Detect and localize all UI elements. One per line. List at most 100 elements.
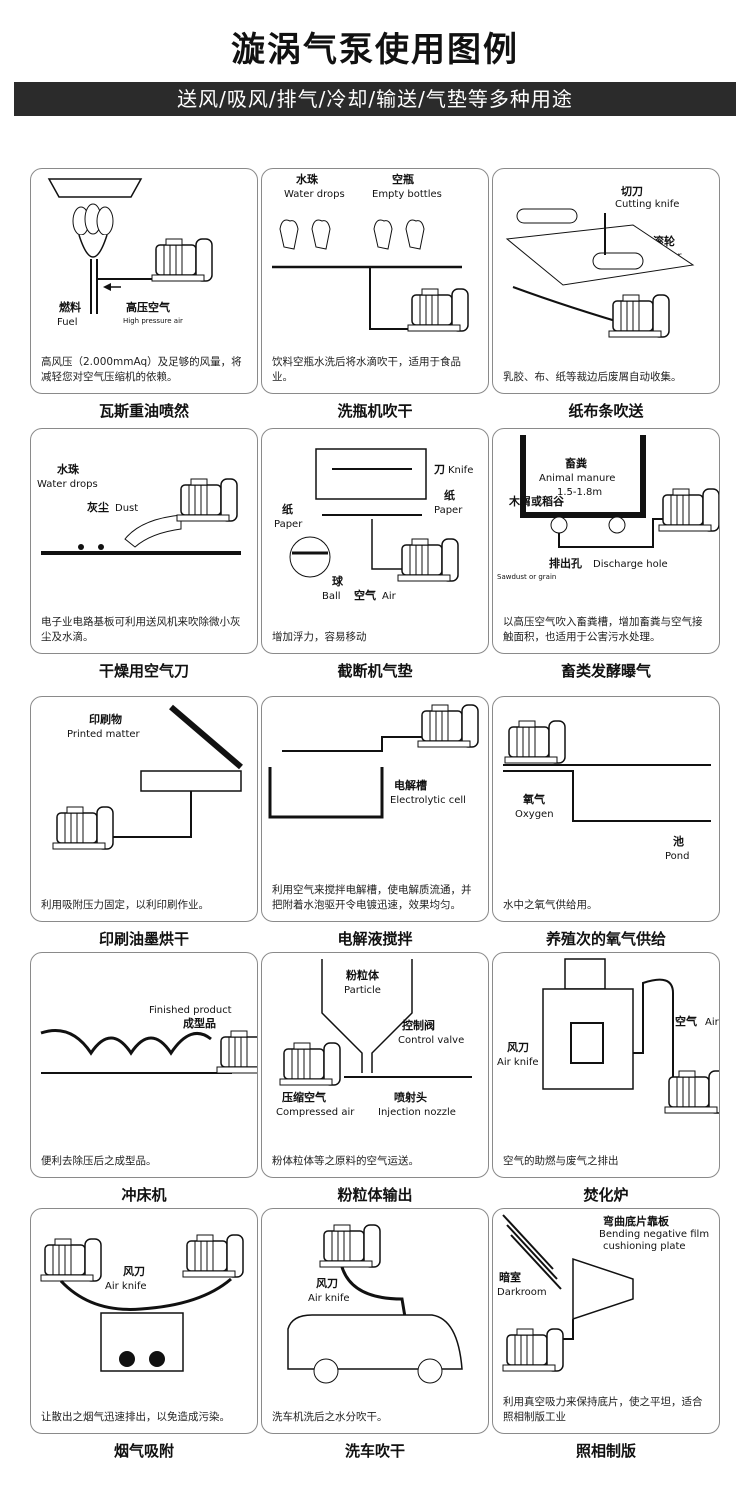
diagram-frame: 水珠 Water drops 空瓶 Empty bottles 饮料空瓶水洗后将…	[261, 168, 489, 394]
valve-label-en: Control valve	[398, 1035, 464, 1046]
air-label-en: Air	[382, 591, 397, 602]
panel-caption: 电解液搅拌	[337, 930, 413, 948]
nozzle-label-en: Injection nozzle	[378, 1107, 456, 1118]
panel-description: 空气的助燃与废气之排出	[503, 1155, 619, 1167]
panel-caption: 照相制版	[575, 1442, 636, 1460]
panel-description: 电子业电路基板可利用送风机来吹除微小灰尘及水滴。	[41, 616, 241, 643]
air-label-en: Air	[705, 1017, 720, 1028]
air-knife-illustration: 水珠 Water drops 灰尘 Dust	[37, 462, 241, 555]
diagram-frame: 燃料 Fuel 高压空气 High pressure air 高风压（2.000…	[30, 168, 258, 394]
panel-description: 高风压（2.000mmAq）及足够的风量，将减轻您对空气压缩机的依赖。	[41, 356, 242, 383]
drops-label-zh: 水珠	[296, 172, 319, 186]
dark-label-zh: 暗室	[499, 1270, 521, 1284]
ink-drying-illustration: 印刷物 Printed matter	[52, 704, 243, 850]
panel-caption: 印刷油墨烘干	[98, 930, 189, 948]
panel-description: 利用空气来搅拌电解槽，使电解质流通，并把附着水泡驱开令电镀迅速，效果均匀。	[272, 884, 472, 911]
panel-caption: 烟气吸附	[113, 1442, 174, 1460]
depth-label: 1.5-1.8m	[557, 487, 602, 498]
panel-caption: 粉粒体输出	[337, 1186, 413, 1204]
ball-label-zh: 球	[332, 574, 344, 588]
panel-description: 洗车机洗后之水分吹干。	[272, 1411, 388, 1423]
diagram-frame: 切刀 Cutting knife 滚轮 Roller 乳胶、布、纸等裁边后废屑自…	[492, 168, 720, 394]
drops-label-en: Water drops	[284, 189, 345, 200]
drops-label-zh: 水珠	[57, 462, 80, 476]
panel-description: 增加浮力，容易移动	[272, 631, 367, 643]
panel-caption: 养殖次的氧气供给	[545, 930, 666, 948]
panel-caption: 洗瓶机吹干	[337, 402, 413, 420]
panel-description: 粉体粒体等之原料的空气运送。	[272, 1155, 419, 1167]
bending-label-en2: cushioning plate	[603, 1241, 686, 1252]
cutting-machine-illustration: 刀 Knife 纸 Paper 纸 Paper 球 Ball 空气 Air	[274, 448, 473, 602]
knife-label-en: Air knife	[497, 1057, 539, 1068]
air-label-zh: 高压空气	[126, 300, 170, 314]
knife-label-en: Cutting knife	[615, 199, 679, 210]
cell-label-zh: 电解槽	[394, 778, 427, 792]
incinerator-illustration: 空气 Air 风刀 Air knife	[497, 958, 720, 1114]
panel-caption: 瓦斯重油喷然	[98, 402, 189, 420]
paper-label-zh: 纸	[282, 502, 293, 516]
panel-description: 以高压空气吹入畜粪槽，增加畜粪与空气接触面积，也适用于公害污水处理。	[503, 616, 703, 643]
panel-caption: 纸布条吹送	[568, 402, 644, 420]
drops-label-en: Water drops	[37, 479, 98, 490]
diagram-frame: 空气 Air 风刀 Air knife 空气的助燃与废气之排出	[492, 952, 720, 1178]
particle-conveying-illustration: 粉粒体 Particle 控制阀 Control valve 压缩空气 Comp…	[276, 959, 472, 1118]
fuel-label-en: Fuel	[57, 317, 77, 328]
knife-label-en: Knife	[448, 465, 473, 476]
panel-description: 水中之氧气供给用。	[503, 899, 598, 911]
air-label-zh: 空气	[675, 1014, 697, 1028]
hole-label-zh: 排出孔	[549, 556, 582, 570]
particle-label-en: Particle	[344, 985, 381, 996]
air-label-en: High pressure air	[123, 317, 183, 325]
knife-label-en: Air knife	[308, 1293, 350, 1304]
diagram-frame: 粉粒体 Particle 控制阀 Control valve 压缩空气 Comp…	[261, 952, 489, 1178]
diagram-frame: 电解槽 Electrolytic cell 利用空气来搅拌电解槽，使电解质流通，…	[261, 696, 489, 922]
panel-description: 利用吸附压力固定，以利印刷作业。	[41, 899, 209, 911]
diagram-frame: 畜粪 Animal manure 1.5-1.8m 木屑或稻谷 Sawdust …	[492, 428, 720, 654]
bottles-label-en: Empty bottles	[372, 189, 442, 200]
nozzle-label-zh: 喷射头	[394, 1090, 427, 1104]
fume-extraction-illustration: 风刀 Air knife	[40, 1234, 244, 1372]
valve-label-zh: 控制阀	[402, 1018, 435, 1032]
knife-label-zh: 风刀	[507, 1040, 529, 1054]
dust-label-en: Dust	[115, 503, 138, 514]
diagram-frame: 风刀 Air knife 让散出之烟气迅速排出，以免造成污染。	[30, 1208, 258, 1434]
bending-label-en1: Bending negative film	[599, 1229, 709, 1240]
panel-caption: 畜类发酵曝气	[560, 662, 651, 680]
manure-label-zh: 畜粪	[565, 456, 587, 470]
uses-banner: 送风/吸风/排气/冷却/输送/气垫等多种用途	[14, 82, 736, 116]
diagram-frame: 氧气 Oxygen 池 Pond 水中之氧气供给用。	[492, 696, 720, 922]
knife-label-zh: 刀	[434, 463, 445, 476]
compressed-label-en: Compressed air	[276, 1107, 355, 1118]
paper-label-en: Paper	[274, 519, 303, 530]
dust-label-zh: 灰尘	[87, 500, 109, 514]
hole-label-en: Discharge hole	[593, 559, 668, 570]
oxygen-label-en: Oxygen	[515, 809, 554, 820]
aquaculture-illustration: 氧气 Oxygen 池 Pond	[503, 720, 711, 862]
photo-plate-illustration: 弯曲底片靠板 Bending negative film cushioning …	[497, 1214, 709, 1372]
oxygen-label-zh: 氧气	[522, 792, 545, 806]
panel-caption: 干燥用空气刀	[98, 662, 189, 680]
car-wash-illustration: 风刀 Air knife	[287, 1224, 463, 1384]
panel-caption: 冲床机	[121, 1186, 167, 1204]
knife-label-en: Air knife	[105, 1281, 147, 1292]
panel-description: 利用真空吸力来保持底片，使之平坦，适合照相制版工业	[503, 1396, 703, 1423]
diagram-frame: 印刷物 Printed matter 利用吸附压力固定，以利印刷作业。	[30, 696, 258, 922]
fuel-label-zh: 燃料	[58, 300, 81, 314]
panel-description: 便利去除压后之成型品。	[41, 1155, 157, 1167]
diagram-frame: 弯曲底片靠板 Bending negative film cushioning …	[492, 1208, 720, 1434]
sawdust-label-en: Sawdust or grain	[497, 573, 556, 581]
diagram-frame: 水珠 Water drops 灰尘 Dust 电子业电路基板可利用送风机来吹除微…	[30, 428, 258, 654]
bottles-label-zh: 空瓶	[392, 172, 414, 186]
air-label-zh: 空气	[354, 588, 376, 602]
cell-label-en: Electrolytic cell	[390, 795, 466, 806]
knife-label-zh: 风刀	[316, 1276, 338, 1290]
paper-strip-illustration: 切刀 Cutting knife 滚轮 Roller	[505, 185, 695, 338]
diagram-frame: Finished product 成型品 便利去除压后之成型品。	[30, 952, 258, 1178]
product-label-zh: 成型品	[183, 1016, 216, 1030]
punch-press-illustration: Finished product 成型品	[40, 1005, 257, 1074]
bottle-washer-illustration: 水珠 Water drops 空瓶 Empty bottles	[272, 172, 469, 332]
bending-label-zh: 弯曲底片靠板	[603, 1214, 670, 1228]
dark-label-en: Darkroom	[497, 1287, 547, 1298]
product-label-en: Finished product	[149, 1005, 232, 1016]
panel-caption: 洗车吹干	[344, 1442, 405, 1460]
